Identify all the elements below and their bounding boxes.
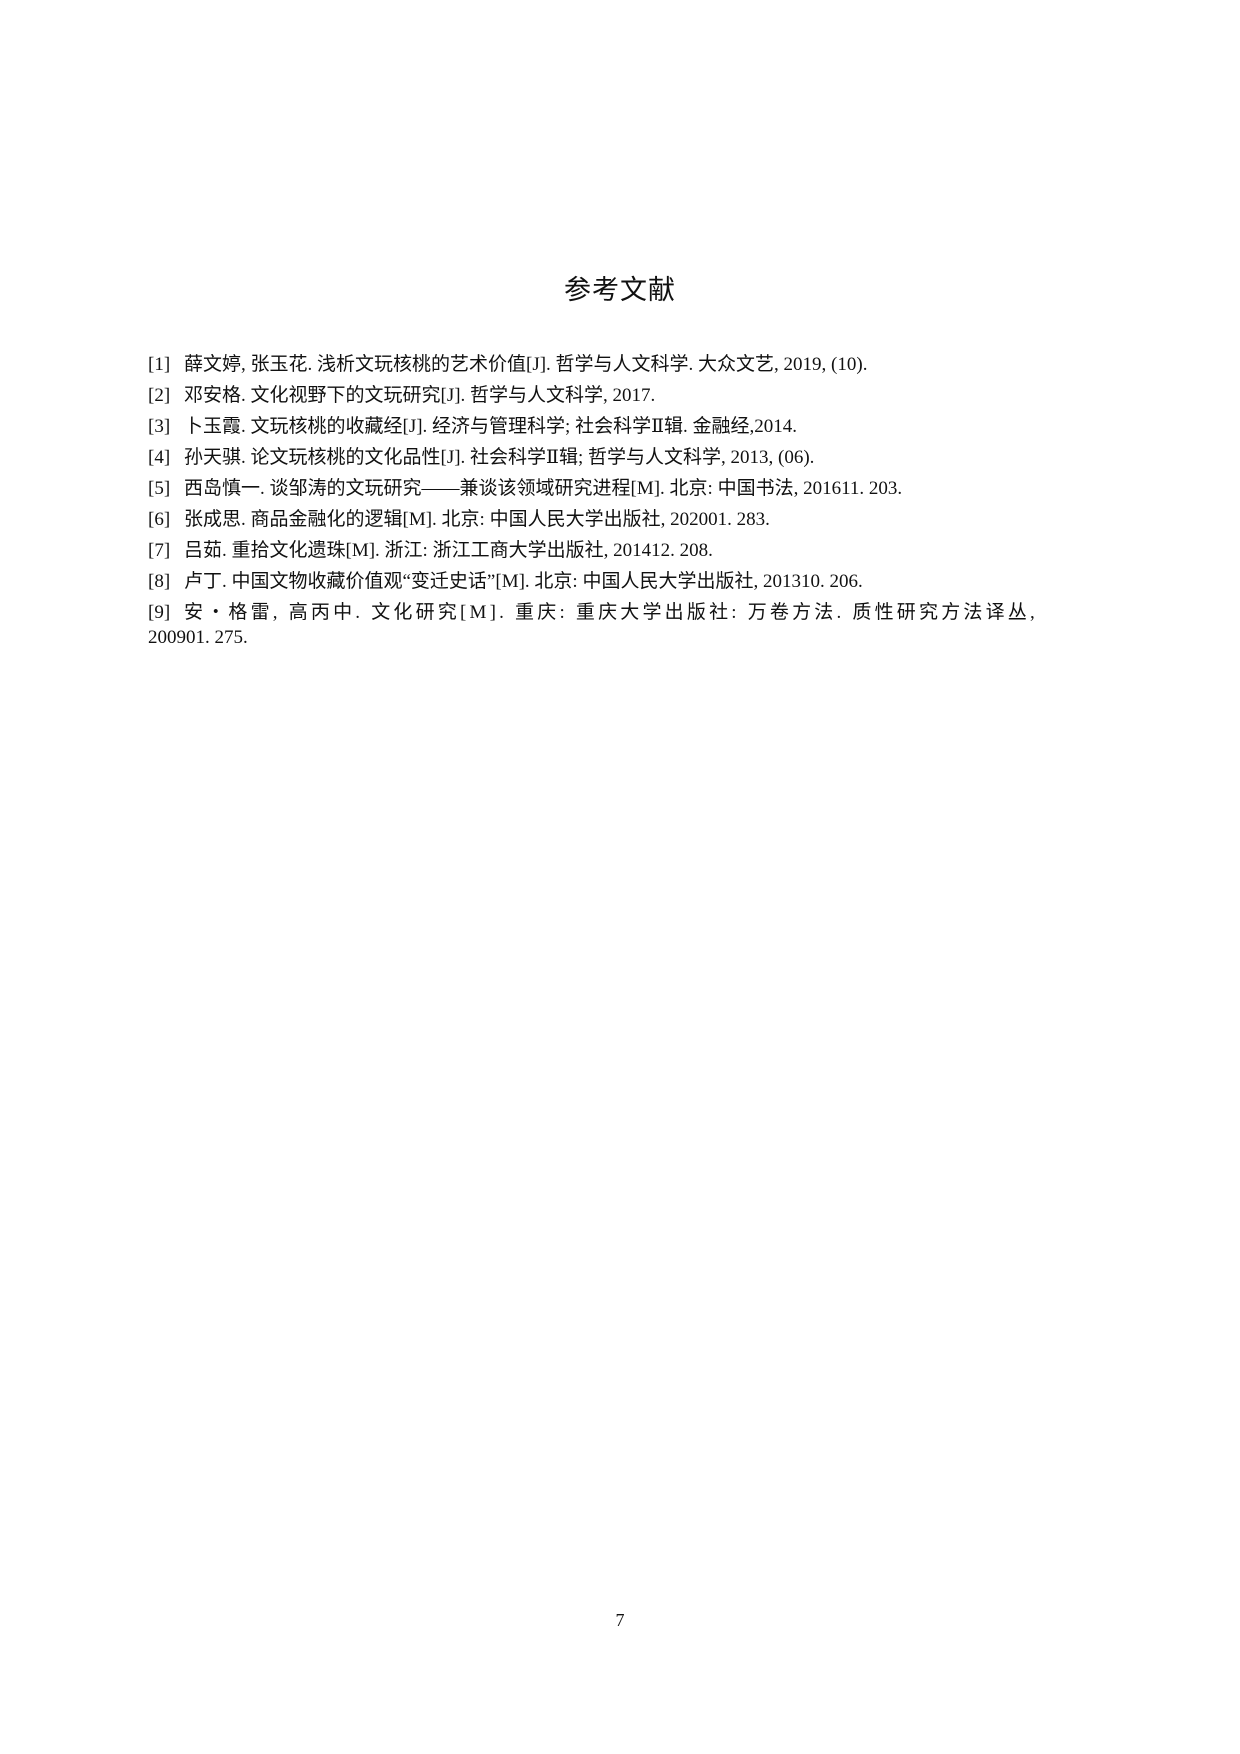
reference-number: [3] xyxy=(148,416,171,437)
reference-text: 薛文婷, 张玉花. 浅析文玩核桃的艺术价值[J]. 哲学与人文科学. 大众文艺,… xyxy=(184,354,868,375)
reference-list: [1] 薛文婷, 张玉花. 浅析文玩核桃的艺术价值[J]. 哲学与人文科学. 大众… xyxy=(148,352,1120,655)
reference-item-5: [5] 西岛慎一. 谈邹涛的文玩研究——兼谈该领域研究进程[M]. 北京: 中国书… xyxy=(148,476,1120,502)
reference-text: 安・格雷, 高丙中. 文化研究[M]. 重庆: 重庆大学出版社: 万卷方法. 质… xyxy=(184,602,1038,623)
reference-text: 孙天骐. 论文玩核桃的文化品性[J]. 社会科学Ⅱ辑; 哲学与人文科学, 201… xyxy=(184,447,815,468)
reference-item-7: [7] 吕茹. 重拾文化遗珠[M]. 浙江: 浙江工商大学出版社, 201412.… xyxy=(148,538,1120,564)
reference-number: [5] xyxy=(148,478,171,499)
reference-number: [9] xyxy=(148,602,171,623)
reference-item-4: [4] 孙天骐. 论文玩核桃的文化品性[J]. 社会科学Ⅱ辑; 哲学与人文科学, … xyxy=(148,445,1120,471)
reference-text: 吕茹. 重拾文化遗珠[M]. 浙江: 浙江工商大学出版社, 201412. 20… xyxy=(184,540,713,561)
reference-number: [8] xyxy=(148,571,171,592)
reference-item-1: [1] 薛文婷, 张玉花. 浅析文玩核桃的艺术价值[J]. 哲学与人文科学. 大众… xyxy=(148,352,1120,378)
reference-number: [1] xyxy=(148,354,171,375)
reference-text: 卜玉霞. 文玩核桃的收藏经[J]. 经济与管理科学; 社会科学Ⅱ辑. 金融经,2… xyxy=(184,416,797,437)
reference-item-9: [9] 安・格雷, 高丙中. 文化研究[M]. 重庆: 重庆大学出版社: 万卷方法… xyxy=(148,600,1120,650)
reference-text: 卢丁. 中国文物收藏价值观“变迁史话”[M]. 北京: 中国人民大学出版社, 2… xyxy=(184,571,863,592)
reference-text: 西岛慎一. 谈邹涛的文玩研究——兼谈该领域研究进程[M]. 北京: 中国书法, … xyxy=(184,478,903,499)
reference-item-6: [6] 张成思. 商品金融化的逻辑[M]. 北京: 中国人民大学出版社, 2020… xyxy=(148,507,1120,533)
reference-number: [6] xyxy=(148,509,171,530)
reference-text: 张成思. 商品金融化的逻辑[M]. 北京: 中国人民大学出版社, 202001.… xyxy=(184,509,770,530)
reference-item-3: [3] 卜玉霞. 文玩核桃的收藏经[J]. 经济与管理科学; 社会科学Ⅱ辑. 金融… xyxy=(148,414,1120,440)
reference-item-2: [2] 邓安格. 文化视野下的文玩研究[J]. 哲学与人文科学, 2017. xyxy=(148,383,1120,409)
reference-text-continuation: 200901. 275. xyxy=(148,627,248,648)
page-title: 参考文献 xyxy=(564,275,676,306)
reference-number: [2] xyxy=(148,385,171,406)
page-number: 7 xyxy=(615,1610,625,1630)
reference-item-8: [8] 卢丁. 中国文物收藏价值观“变迁史话”[M]. 北京: 中国人民大学出版社… xyxy=(148,569,1120,595)
reference-number: [7] xyxy=(148,540,171,561)
reference-text: 邓安格. 文化视野下的文玩研究[J]. 哲学与人文科学, 2017. xyxy=(184,385,656,406)
reference-number: [4] xyxy=(148,447,171,468)
